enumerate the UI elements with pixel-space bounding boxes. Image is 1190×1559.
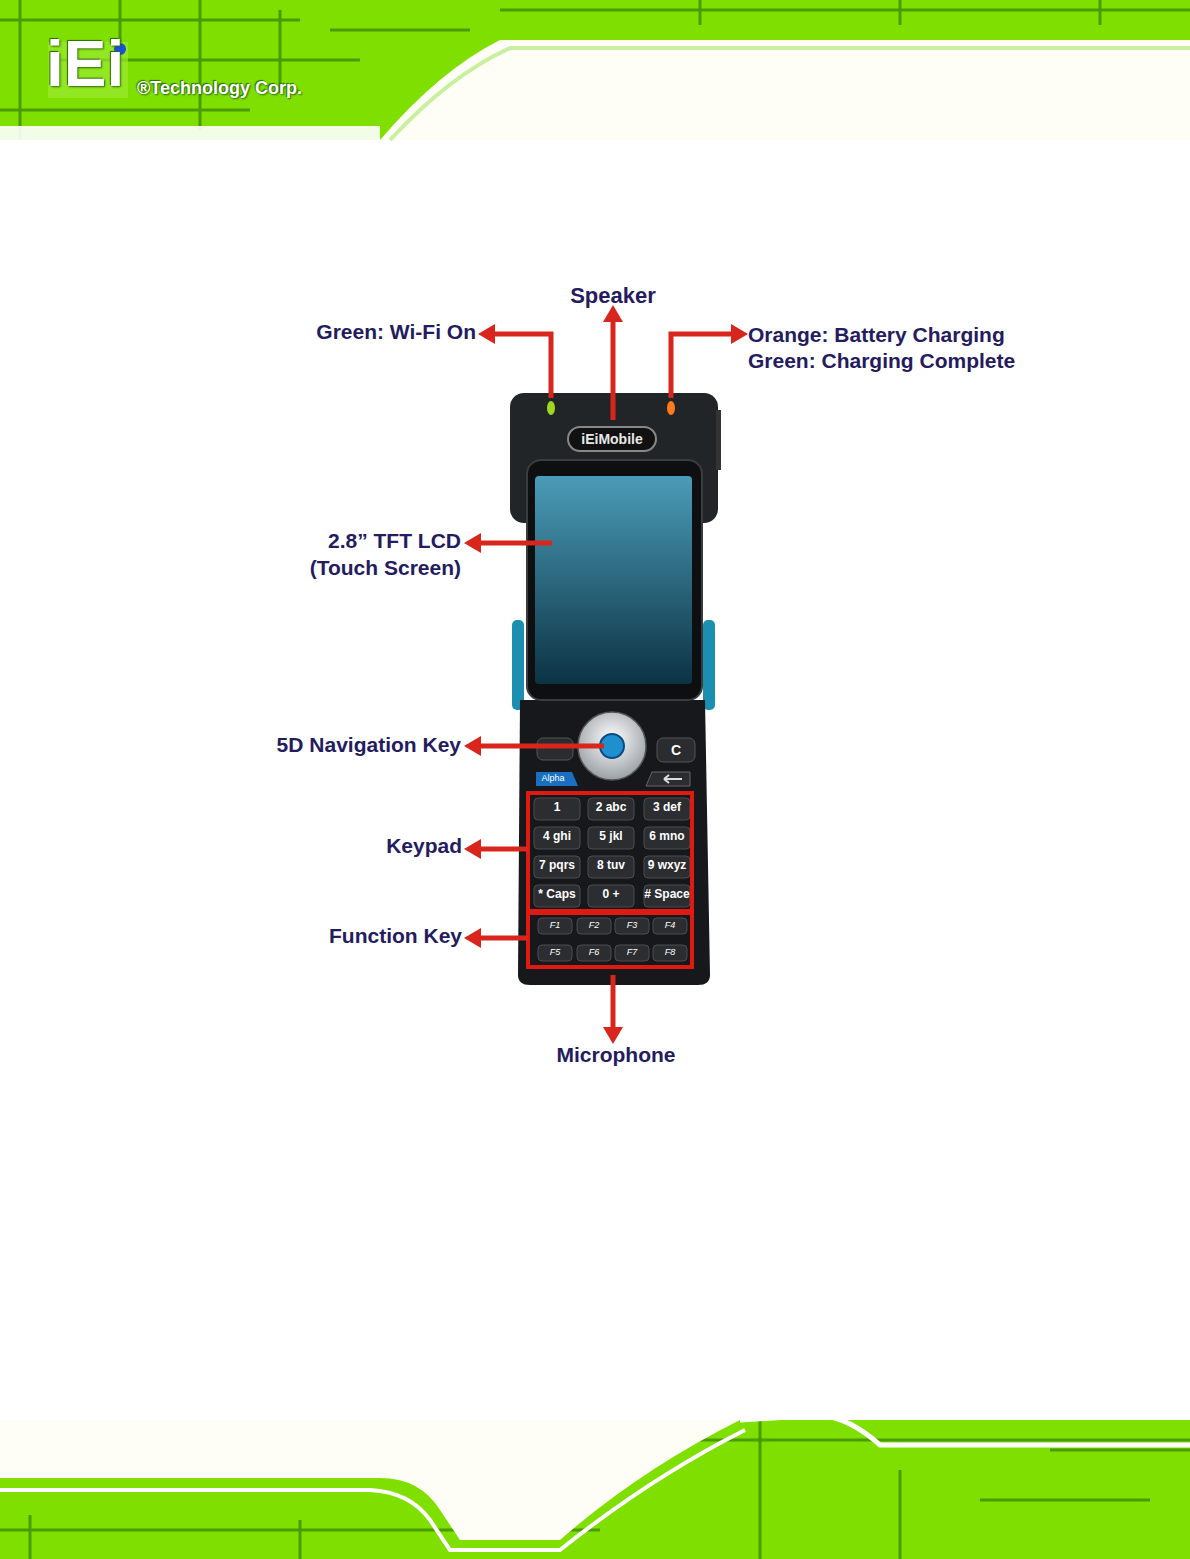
key-label: 6 mno bbox=[649, 830, 684, 844]
header-band bbox=[0, 0, 1190, 140]
handheld-device bbox=[510, 393, 721, 985]
function-key-label: F4 bbox=[665, 920, 676, 930]
key-label: 0 + bbox=[602, 888, 619, 902]
part-label: 2.8” TFT LCD bbox=[328, 529, 461, 553]
key-label: 3 def bbox=[653, 801, 681, 815]
function-key-label: F1 bbox=[550, 920, 561, 930]
key-label: 4 ghi bbox=[543, 830, 571, 844]
part-label: Speaker bbox=[570, 283, 656, 308]
leader-arrows bbox=[478, 318, 734, 1030]
function-key-label: F7 bbox=[627, 947, 638, 957]
key-label: # Space bbox=[644, 888, 689, 902]
company-name: ®Technology Corp. bbox=[137, 78, 302, 99]
footer-band bbox=[0, 1415, 1190, 1559]
part-label: Green: Charging Complete bbox=[748, 349, 1015, 373]
part-label: 5D Navigation Key bbox=[277, 733, 461, 757]
function-key-label: F3 bbox=[627, 920, 638, 930]
part-label: Microphone bbox=[557, 1043, 676, 1067]
key-label: 7 pqrs bbox=[539, 859, 575, 873]
part-label: Orange: Battery Charging bbox=[748, 323, 1005, 347]
function-key-label: F5 bbox=[550, 947, 561, 957]
function-key-label: F2 bbox=[589, 920, 600, 930]
key-label: 1 bbox=[554, 801, 561, 815]
company-logo: iEi bbox=[46, 28, 124, 102]
key-label: * Caps bbox=[538, 888, 575, 902]
key-label: 8 tuv bbox=[597, 859, 625, 873]
key-label: 5 jkl bbox=[599, 830, 622, 844]
key-label: 2 abc bbox=[596, 801, 627, 815]
key-label: 9 wxyz bbox=[648, 859, 687, 873]
key-label: Alpha bbox=[541, 773, 564, 783]
part-label: Green: Wi-Fi On bbox=[316, 320, 476, 344]
part-label: Function Key bbox=[329, 924, 462, 948]
key-label: C bbox=[671, 742, 681, 758]
arrow-heads bbox=[464, 305, 748, 1044]
part-label: (Touch Screen) bbox=[310, 556, 461, 580]
device-logo: iEiMobile bbox=[581, 431, 642, 447]
part-label: Keypad bbox=[386, 834, 462, 858]
function-key-label: F8 bbox=[665, 947, 676, 957]
function-key-label: F6 bbox=[589, 947, 600, 957]
